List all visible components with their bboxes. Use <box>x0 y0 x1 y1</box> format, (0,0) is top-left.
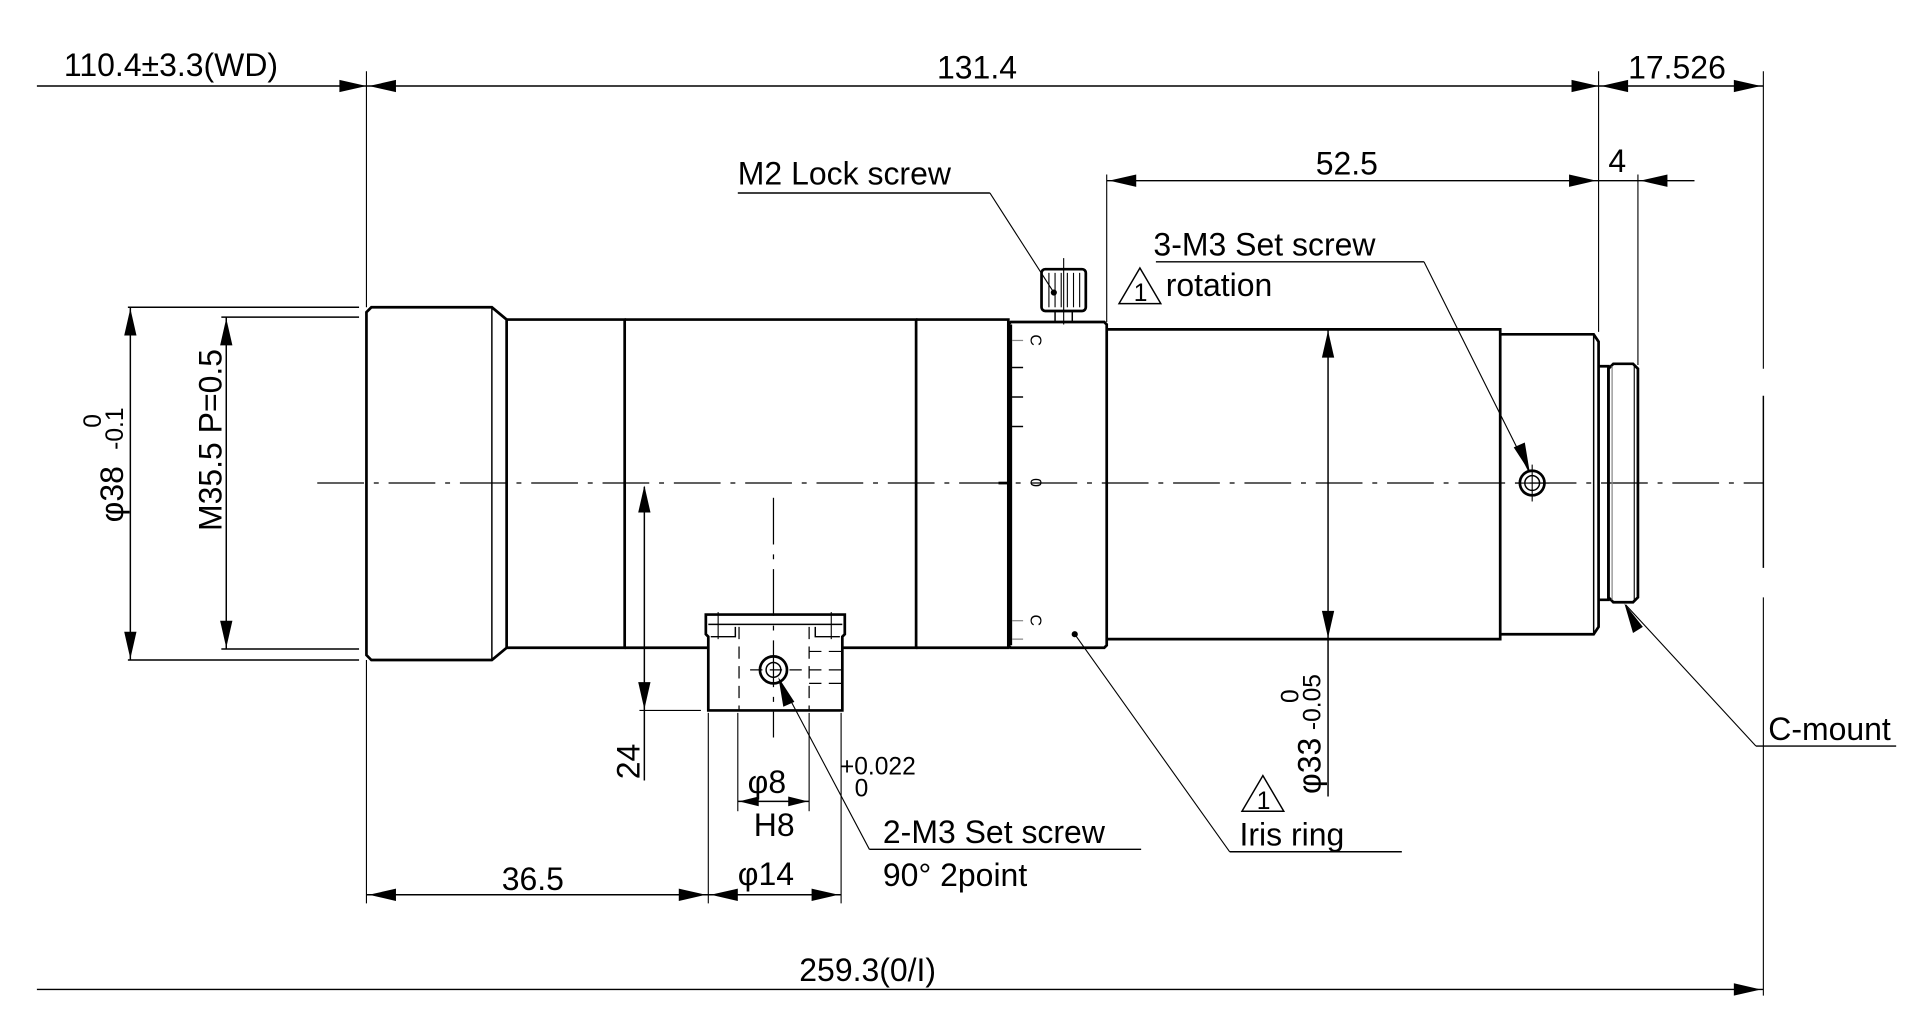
rear-set-screw-hole <box>1514 464 1550 502</box>
callout-mount-set-screw-label: 2-M3 Set screw <box>883 814 1106 850</box>
lock-screw <box>1040 258 1088 325</box>
dim-mount-position-label: 36.5 <box>502 861 564 897</box>
callout-rear-set-screw-label: 3-M3 Set screw <box>1153 227 1376 263</box>
note-marker-rotation: 1 <box>1134 280 1148 307</box>
rear-body <box>1106 328 1600 641</box>
dim-mount-bore-fit: H8 <box>754 807 795 843</box>
dim-rear-diameter: φ33 0 -0.05 <box>1278 329 1335 797</box>
barrel-section-1 <box>506 318 627 650</box>
dim-mount-height: 24 <box>610 485 701 781</box>
note-triangle-icon <box>1117 266 1163 305</box>
dim-front-tol-upper: 0 <box>80 414 107 428</box>
dim-body-length-label: 131.4 <box>937 50 1017 86</box>
dim-rear-section-label: 52.5 <box>1316 146 1378 182</box>
callout-c-mount-label: C-mount <box>1768 711 1891 747</box>
note-triangle-icon <box>1240 774 1286 812</box>
dim-front-thread: M35.5 P=0.5 <box>192 316 360 650</box>
callout-mount-set-screw: 2-M3 Set screw 90° 2point <box>778 677 1142 893</box>
dim-mount-outer-label: φ14 <box>738 856 794 892</box>
dim-mount-thread: 4 <box>1598 143 1695 366</box>
c-mount-thread <box>1598 362 1640 604</box>
callout-iris-ring-label: Iris ring <box>1240 817 1345 853</box>
callout-rear-set-screw: 3-M3 Set screw 1 rotation <box>1117 227 1530 472</box>
dim-front-diameter: φ38 0 -0.1 <box>80 306 360 661</box>
dim-front-tol-lower: -0.1 <box>102 408 129 450</box>
front-barrel <box>365 305 508 662</box>
iris-scale-zero-label: 0 <box>1026 478 1043 487</box>
callout-mount-set-screw-note: 90° 2point <box>883 857 1027 893</box>
dim-rear-tol-upper: 0 <box>1278 689 1305 703</box>
dim-overall-length: 259.3(0/I) <box>36 952 1764 996</box>
dim-flange-back-label: 17.526 <box>1628 50 1726 86</box>
dim-mount-bore-tol-lower: 0 <box>855 775 869 802</box>
dim-body-length: 131.4 <box>366 50 1599 93</box>
callout-iris-ring: 1 Iris ring <box>1074 633 1402 853</box>
dim-mount-bore-label: φ8 <box>748 764 787 800</box>
dim-mount-outer: φ14 <box>707 712 842 904</box>
dim-mount-bore: φ8 H8 +0.022 0 <box>737 712 916 843</box>
callout-c-mount: C-mount <box>1624 603 1897 747</box>
dim-working-distance: 110.4±3.3(WD) <box>36 47 367 93</box>
dim-flange-back: 17.526 <box>1598 50 1764 93</box>
tripod-mount-block <box>704 497 849 738</box>
callout-lock-screw: M2 Lock screw <box>737 155 1055 293</box>
dim-rear-diameter-label: φ33 <box>1292 738 1328 794</box>
mount-set-screw-hole <box>758 654 789 685</box>
dim-overall-length-label: 259.3(0/I) <box>799 952 936 988</box>
callout-lock-screw-label: M2 Lock screw <box>738 155 952 191</box>
iris-scale-top-label: C <box>1026 334 1043 346</box>
dim-front-diameter-label: φ38 <box>94 466 130 522</box>
dim-rear-section: 52.5 <box>1106 146 1599 323</box>
note-marker-iris: 1 <box>1257 788 1271 815</box>
dim-mount-height-label: 24 <box>610 744 646 780</box>
dim-mount-position: 36.5 <box>365 660 709 904</box>
dim-working-distance-label: 110.4±3.3(WD) <box>64 47 278 83</box>
iris-scale-bottom-label: C <box>1026 615 1043 627</box>
dim-mount-thread-label: 4 <box>1608 143 1626 179</box>
barrel-section-2 <box>624 318 918 650</box>
callout-rear-set-screw-note: rotation <box>1166 267 1273 303</box>
dim-rear-tol-lower: -0.05 <box>1300 674 1327 730</box>
iris-ring: C 0 C <box>998 320 1109 650</box>
dim-mount-bore-tol-upper: +0.022 <box>840 753 916 780</box>
dim-front-thread-label: M35.5 P=0.5 <box>192 349 228 531</box>
